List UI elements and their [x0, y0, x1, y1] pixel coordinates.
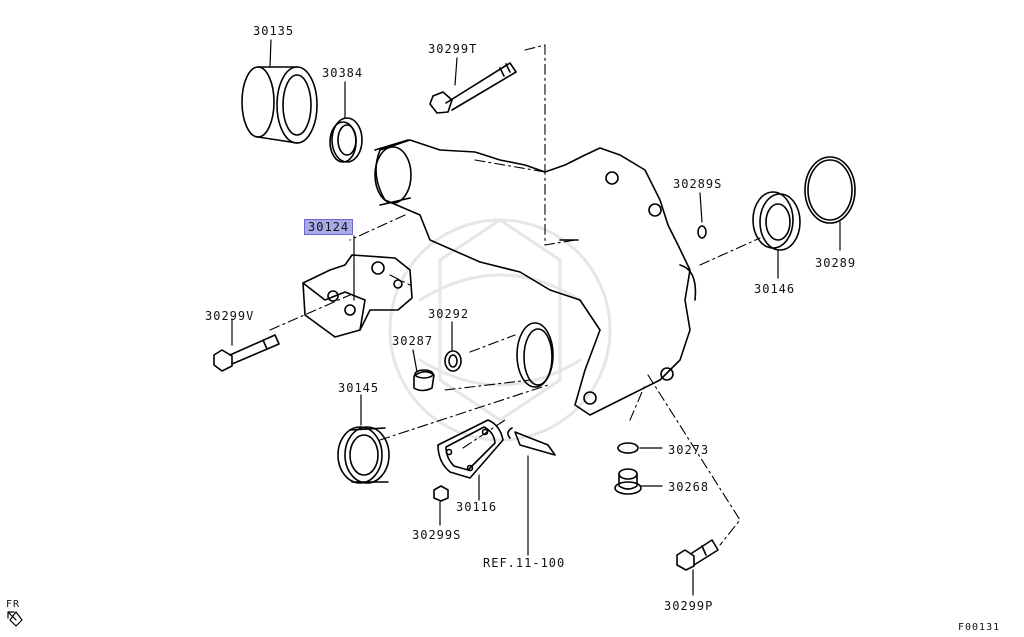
- label-30299S[interactable]: 30299S: [412, 528, 462, 542]
- part-30273-ring: [617, 442, 639, 454]
- part-30124-bracket: [302, 254, 413, 338]
- label-30289S[interactable]: 30289S: [673, 177, 723, 191]
- part-30289-oring: [804, 156, 856, 224]
- label-30116[interactable]: 30116: [456, 500, 498, 514]
- label-30268[interactable]: 30268: [668, 480, 710, 494]
- label-30292[interactable]: 30292: [428, 307, 470, 321]
- part-30135-sleeve: [241, 66, 318, 144]
- label-30135[interactable]: 30135: [253, 24, 295, 38]
- label-30299T[interactable]: 30299T: [428, 42, 478, 56]
- watermark-logo: [388, 218, 612, 442]
- part-30299V-bolt: [213, 334, 280, 372]
- part-30299T-bolt: [429, 62, 517, 114]
- housing-outline: [374, 139, 697, 416]
- part-30384-seal: [329, 117, 363, 163]
- figure-code: F00131: [958, 622, 1001, 633]
- part-30145-seal: [337, 426, 390, 484]
- orientation-label: FR: [6, 599, 21, 610]
- part-30146-seal: [752, 191, 801, 251]
- label-30289[interactable]: 30289: [815, 256, 857, 270]
- label-30273[interactable]: 30273: [668, 443, 710, 457]
- label-30299P[interactable]: 30299P: [664, 599, 714, 613]
- part-30287-plug: [413, 369, 435, 392]
- part-30292-washer: [444, 350, 462, 372]
- part-30116-gasket: [437, 419, 504, 479]
- part-30299S-bolt: [433, 485, 449, 502]
- fr-arrow-icon: [7, 611, 23, 627]
- part-30289S-ring: [697, 225, 707, 239]
- label-30146[interactable]: 30146: [754, 282, 796, 296]
- label-30287[interactable]: 30287: [392, 334, 434, 348]
- part-30268-plug: [614, 468, 642, 495]
- part-oring-large: [516, 322, 554, 388]
- label-30145[interactable]: 30145: [338, 381, 380, 395]
- dashed-centerlines: [269, 44, 761, 546]
- part-ref-shaft: [507, 427, 556, 456]
- label-30384[interactable]: 30384: [322, 66, 364, 80]
- label-ref-11-100[interactable]: REF.11-100: [483, 556, 566, 570]
- label-30124-highlighted[interactable]: 30124: [304, 219, 354, 235]
- label-30299V[interactable]: 30299V: [205, 309, 255, 323]
- part-30299P-bolt: [676, 539, 719, 571]
